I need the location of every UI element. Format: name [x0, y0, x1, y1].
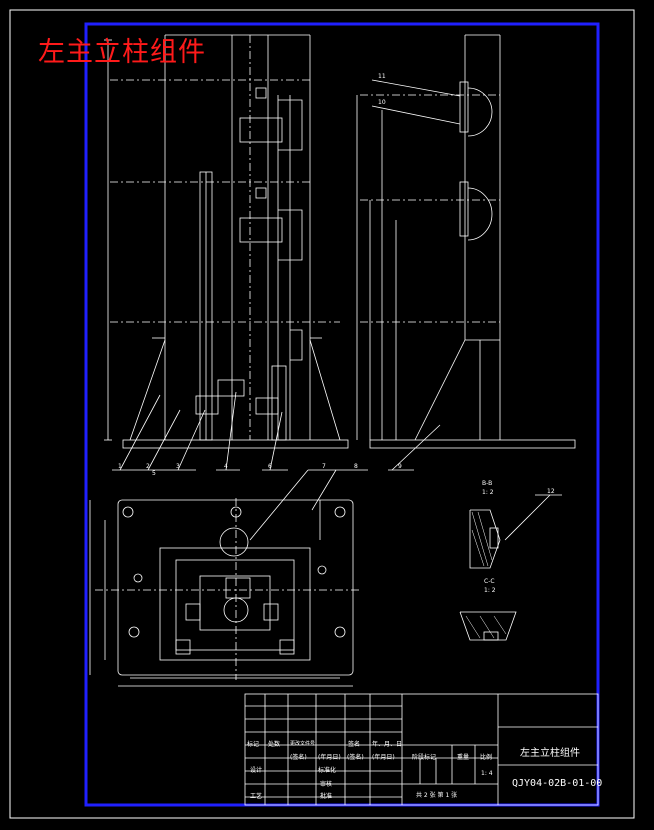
- callout-6: 6: [268, 463, 272, 470]
- page-title: 左主立柱组件: [38, 37, 206, 68]
- tb-role-standard: 标准化: [318, 767, 337, 774]
- callout-2: 2: [146, 463, 150, 470]
- callout-1: 1: [118, 463, 122, 470]
- callout-7: 7: [322, 463, 326, 470]
- callout-11: 11: [378, 73, 386, 80]
- top-view: [89, 469, 368, 687]
- tb-field-stage: 阶段标记: [412, 754, 437, 761]
- tb-scale-value: 1: 4: [481, 770, 493, 777]
- tb-field-scale: 比例: [480, 754, 493, 761]
- section-c-c-view: [459, 611, 517, 641]
- tb-header-date: 年、月、日: [372, 741, 403, 748]
- section-c-c-label: C-C: [484, 578, 495, 585]
- callout-3: 3: [176, 463, 180, 470]
- callout-8: 8: [354, 463, 358, 470]
- tb-stamp-sign-2: (签名): [347, 754, 364, 761]
- tb-role-approve: 批准: [320, 793, 333, 800]
- tb-header-sign: 签名: [348, 741, 361, 748]
- callout-12: 12: [547, 488, 555, 495]
- callout-5: 5: [152, 470, 156, 477]
- tb-sheet-count: 共 2 张 第 1 张: [416, 792, 458, 799]
- side-view: [356, 34, 576, 471]
- tb-part-name: 左主立柱组件: [520, 748, 580, 759]
- tb-role-design: 设计: [250, 767, 263, 774]
- callout-10: 10: [378, 99, 386, 106]
- front-view-leaders: [112, 391, 288, 471]
- tb-role-process: 工艺: [250, 793, 263, 800]
- tb-stamp-date-1: (年月日): [318, 754, 341, 761]
- section-b-b-scale: 1: 2: [482, 489, 494, 496]
- section-c-c-scale: 1: 2: [484, 587, 496, 594]
- sheet-border: [9, 9, 635, 819]
- callout-9: 9: [398, 463, 402, 470]
- section-b-b-label: B-B: [482, 480, 493, 487]
- tb-stamp-sign-1: (签名): [290, 754, 307, 761]
- tb-field-weight: 重量: [457, 754, 470, 761]
- tb-header-doc: 更改文件号: [290, 741, 316, 747]
- tb-header-count: 处数: [268, 741, 281, 748]
- tb-role-review: 审核: [320, 781, 333, 788]
- title-block-grid: [244, 693, 599, 806]
- tb-drawing-code: QJY04-02B-01-00: [512, 778, 603, 789]
- tb-header-mark: 标记: [247, 741, 260, 748]
- callout-4: 4: [224, 463, 228, 470]
- front-view: [104, 34, 349, 449]
- tb-stamp-date-2: (年月日): [372, 754, 395, 761]
- section-b-b-view: [469, 494, 562, 569]
- drawing-frame: [84, 22, 600, 807]
